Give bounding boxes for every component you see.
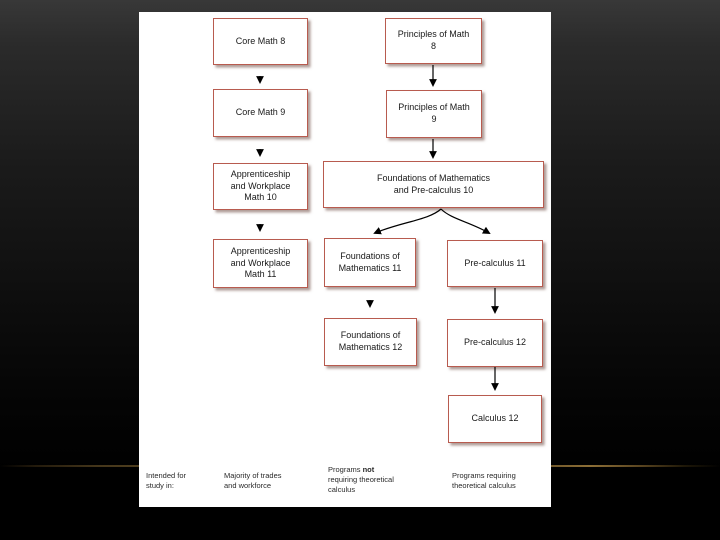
flow-arrow-foundations-math-precalc-10-to-foundations-math-11 — [373, 208, 442, 235]
footnote-text: Programs requiring theoretical calculus — [452, 471, 516, 491]
flow-node-pre-calculus-12: Pre-calculus 12 — [447, 319, 543, 367]
flow-node-label: Apprenticeship and Workplace Math 11 — [230, 245, 291, 280]
footnote-text: Intended for study in: — [146, 471, 187, 491]
footnote-programs-requiring: Programs requiring theoretical calculus — [452, 471, 557, 491]
footnote-text: not — [362, 465, 375, 474]
footnote-intended-for-study: Intended for study in: — [146, 471, 218, 491]
flow-node-label: Foundations of Mathematics and Pre-calcu… — [376, 172, 491, 195]
footnote-trades-workforce: Majority of trades and workforce — [224, 471, 319, 491]
flow-node-label: Principles of Math 8 — [397, 29, 470, 51]
flow-node-label: Pre-calculus 12 — [463, 337, 527, 348]
flow-node-label: Foundations of Mathematics 12 — [338, 330, 403, 352]
flow-node-principles-of-math-8: Principles of Math 8 — [385, 18, 482, 64]
flow-node-label: Core Math 8 — [235, 35, 286, 46]
flow-node-foundations-math-12: Foundations of Mathematics 12 — [324, 318, 417, 366]
footnote-text: Programs — [328, 465, 363, 474]
flow-node-core-math-8: Core Math 8 — [213, 18, 308, 65]
flow-node-calculus-12: Calculus 12 — [448, 395, 542, 443]
flow-node-label: Principles of Math 9 — [398, 102, 470, 124]
slide-canvas: Intended for study in: Majority of trades… — [139, 12, 551, 507]
footnote-text: Majority of trades and workforce — [224, 471, 282, 491]
flow-node-foundations-math-precalc-10: Foundations of Mathematics and Pre-calcu… — [323, 161, 544, 208]
footnote-text: requiring theoretical calculus — [328, 475, 394, 495]
flow-node-foundations-math-11: Foundations of Mathematics 11 — [324, 238, 416, 287]
flow-node-label: Calculus 12 — [471, 413, 519, 424]
flow-node-principles-of-math-9: Principles of Math 9 — [386, 90, 482, 138]
flow-node-label: Pre-calculus 11 — [464, 257, 526, 268]
flow-node-core-math-9: Core Math 9 — [213, 89, 308, 137]
flow-node-apprenticeship-workplace-math-11: Apprenticeship and Workplace Math 11 — [213, 239, 308, 288]
flow-node-apprenticeship-workplace-math-10: Apprenticeship and Workplace Math 10 — [213, 163, 308, 210]
flow-node-label: Core Math 9 — [235, 107, 286, 118]
footnote-programs-not-requiring: Programs not requiring theoretical calcu… — [328, 465, 433, 495]
flow-arrow-foundations-math-precalc-10-to-pre-calculus-11 — [440, 208, 491, 234]
flow-node-label: Apprenticeship and Workplace Math 10 — [230, 168, 291, 203]
flow-node-label: Foundations of Mathematics 11 — [338, 250, 402, 273]
flow-node-pre-calculus-11: Pre-calculus 11 — [447, 240, 543, 287]
